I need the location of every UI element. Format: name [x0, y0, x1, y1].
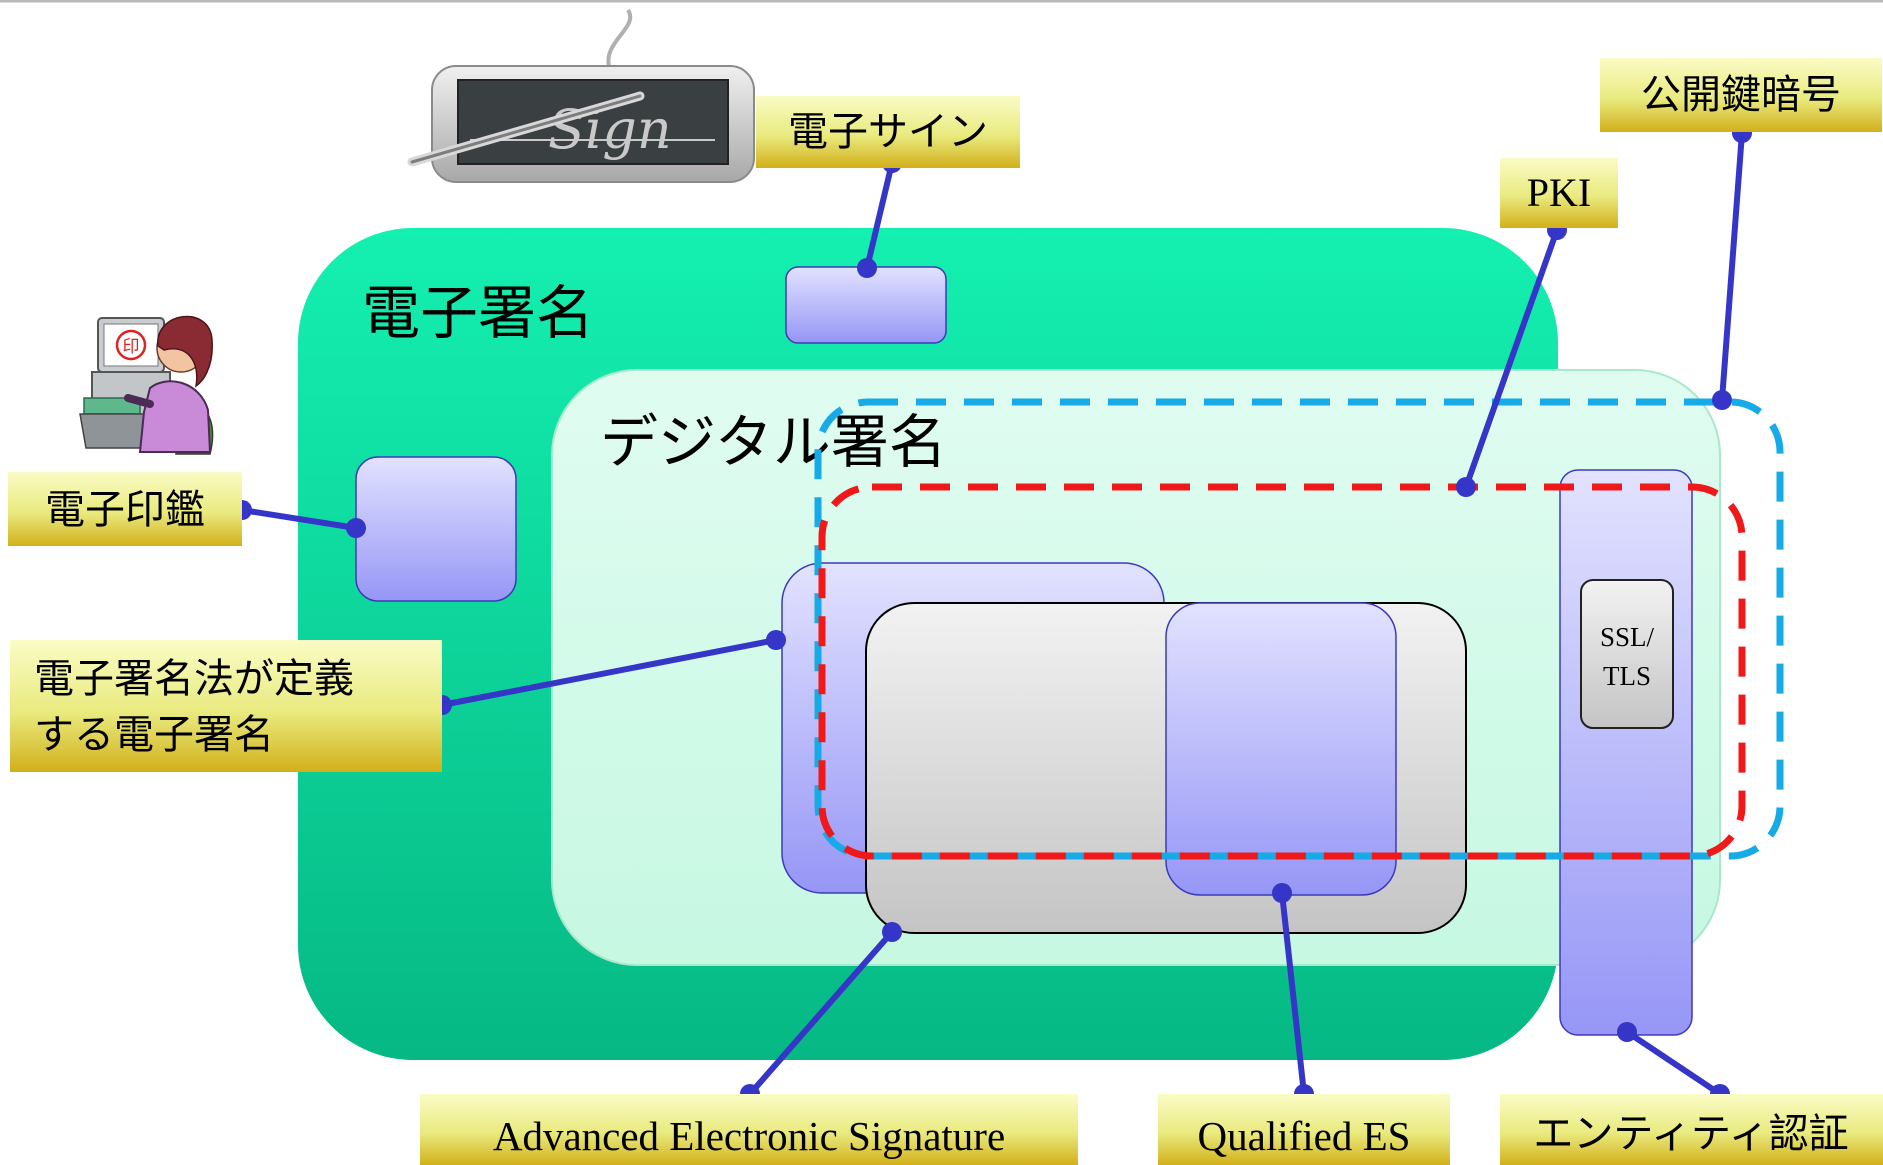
pki-boundary [818, 483, 1746, 860]
label-pki: PKI [1500, 158, 1618, 228]
connector-esig-law [439, 637, 779, 708]
connectors [239, 130, 1745, 1097]
connector-pki [1463, 227, 1560, 490]
label-esign-text: 電子サイン [788, 109, 988, 155]
label-esig-law-line1: 電子署名法が定義 [34, 656, 354, 702]
entity-auth-box [1559, 469, 1693, 1036]
ssl-tls-label-line2: TLS [1603, 661, 1651, 691]
ssl-tls-label-line1: SSL/ [1600, 622, 1655, 652]
label-entity-auth: エンティティ認証 [1500, 1094, 1883, 1165]
label-entity-auth-text: エンティティ認証 [1533, 1111, 1848, 1157]
connector-advanced-es [747, 929, 895, 1097]
signature-pad-icon: Sign [407, 8, 755, 183]
label-electronic-seal: 電子印鑑 [8, 472, 242, 546]
label-pki-text: PKI [1527, 170, 1591, 215]
seal-stamp-text: 印 [123, 337, 140, 357]
label-public-key-crypto: 公開鍵暗号 [1600, 58, 1882, 132]
electronic-seal-box [355, 456, 517, 602]
connector-public-key [1719, 130, 1745, 403]
electronic-signature-title: 電子署名 [362, 279, 594, 347]
label-qualified-es-text: Qualified ES [1198, 1113, 1411, 1159]
ssl-tls-box [1580, 579, 1674, 729]
label-public-key-crypto-text: 公開鍵暗号 [1641, 72, 1841, 118]
connector-entity-auth [1624, 1029, 1723, 1097]
connector-esign [864, 160, 895, 271]
qualified-es-box [1165, 602, 1397, 896]
connector-qualified-es [1279, 890, 1307, 1097]
label-advanced-es: Advanced Electronic Signature [420, 1094, 1078, 1165]
label-advanced-es-text: Advanced Electronic Signature [493, 1113, 1005, 1159]
esign-box [785, 266, 947, 344]
label-electronic-seal-text: 電子印鑑 [45, 487, 205, 533]
person-at-computer-icon: 印 [79, 315, 214, 455]
digital-signature-title: デジタル署名 [600, 408, 947, 476]
label-qualified-es: Qualified ES [1158, 1094, 1450, 1165]
label-esig-law: 電子署名法が定義 する電子署名 [10, 640, 442, 772]
connector-seal [239, 507, 359, 531]
label-esig-law-line2: する電子署名 [34, 712, 274, 758]
label-esign: 電子サイン [756, 96, 1020, 168]
